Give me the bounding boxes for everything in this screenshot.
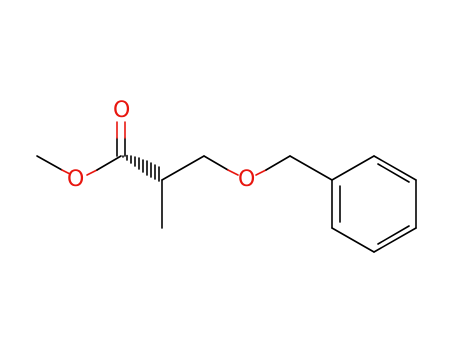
benzene-ring	[331, 155, 417, 253]
bond-methyl-ester-o-red	[61, 169, 71, 175]
bond-stereocenter-ch2	[161, 155, 205, 181]
ester-oxygen-label: O	[67, 167, 84, 192]
bond-ether-o-benzyl-red	[255, 169, 267, 176]
hashed-wedge-bond	[122, 154, 160, 182]
bond-benzyl-ring	[289, 155, 333, 181]
bond-ch2-ether-o-red	[227, 169, 239, 176]
bond-ester-o-carbonyl	[96, 155, 122, 171]
bond-ether-o-benzyl	[265, 155, 291, 171]
ether-oxygen-label: O	[238, 167, 255, 192]
carbonyl-oxygen-label: O	[113, 98, 130, 123]
bond-ester-o-carbonyl-red	[86, 169, 98, 176]
bond-ch2-ether-o	[203, 155, 229, 171]
bond-methyl-ester-o	[36, 155, 63, 171]
